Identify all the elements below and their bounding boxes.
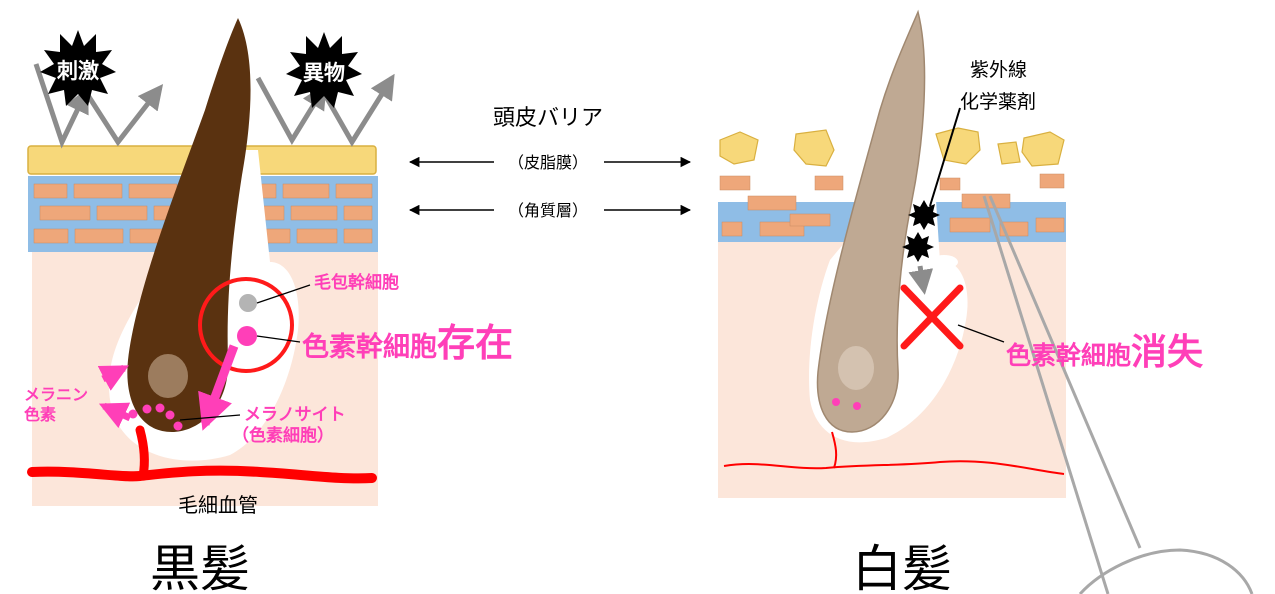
pigment-dot-right-2 <box>853 402 861 410</box>
capillary-branch-right <box>831 431 838 469</box>
melanin-label-2: 色素 <box>24 405 56 424</box>
foreign-burst-icon <box>286 32 362 108</box>
migration-arrow <box>198 344 239 431</box>
melanocyte-label-1: メラノサイト <box>244 405 346 425</box>
melanin-label-1: メラニン <box>24 385 88 404</box>
melanin-arrow-up <box>97 364 129 391</box>
follicle-stem-leader <box>256 284 311 304</box>
magnifier-circle <box>1078 548 1254 594</box>
hair-papilla-left <box>148 354 188 398</box>
uv-label: 紫外線 <box>970 59 1027 81</box>
melanocyte-dots <box>128 403 183 431</box>
melanin-arrow-left <box>98 402 132 429</box>
stimulus-label: 刺激 <box>57 59 99 83</box>
black-hair-title: 黒髪 <box>150 540 250 594</box>
uv-burst-icon-2 <box>902 232 934 262</box>
loss-x-icon <box>900 284 964 350</box>
pigment-stem-lost-label: 色素幹細胞消失 <box>1006 332 1204 373</box>
chemical-label: 化学薬剤 <box>960 91 1036 113</box>
barrier-title: 頭皮バリア <box>493 106 603 131</box>
capillary-right <box>723 460 1065 475</box>
stem-niche-right <box>930 255 958 269</box>
uv-down-arrow <box>908 265 934 295</box>
white-hair-title: 白髪 <box>852 540 952 594</box>
foreign-label: 異物 <box>303 61 345 85</box>
uv-leader <box>929 107 961 207</box>
stem-cell-circle[interactable] <box>198 277 294 373</box>
pigment-stem-label: 色素幹細胞存在 <box>302 321 513 365</box>
pigment-stem-text: 色素幹細胞 <box>302 331 437 363</box>
black-hair-diagram: 刺激 異物 毛包幹細胞 色素幹細胞存在 メラニン 色素 メラノサイト （色素細胞… <box>24 18 513 594</box>
uv-burst-icon-1 <box>908 200 940 230</box>
callout-line-right <box>988 195 1142 549</box>
callout-line-left <box>982 195 1110 594</box>
white-hair-shaft <box>816 9 926 433</box>
stimulus-burst-icon <box>40 30 116 106</box>
pigment-stem-text-2: 色素幹細胞 <box>1006 341 1131 370</box>
capillary-branch-left <box>135 425 149 481</box>
white-hair-diagram: 紫外線 化学薬剤 色素幹細胞消失 白髪 <box>718 9 1254 594</box>
lost-leader <box>957 324 1005 343</box>
melanocyte-label-2: （色素細胞） <box>232 425 334 446</box>
cornea-label: （角質層） <box>508 201 588 220</box>
pigment-dot-right-1 <box>832 398 840 406</box>
pigment-stem-cell-dot <box>237 326 257 346</box>
barrier-legend: 頭皮バリア （皮脂膜） （角質層） <box>408 106 692 220</box>
melanocyte-leader <box>179 414 241 421</box>
broken-sebum-right <box>719 127 1065 167</box>
lost-text: 消失 <box>1131 332 1204 373</box>
follicle-stem-label: 毛包幹細胞 <box>314 272 399 293</box>
follicle-stem-cell-dot <box>239 294 257 312</box>
capillary-left <box>27 465 377 484</box>
pigment-stem-leader <box>256 335 301 343</box>
deflect-arrows-left <box>33 63 164 149</box>
sebum-label: （皮脂膜） <box>508 153 588 172</box>
black-hair-shaft <box>127 18 251 432</box>
hair-papilla-right <box>838 346 874 390</box>
capillary-label: 毛細血管 <box>178 493 258 517</box>
exist-text: 存在 <box>437 321 513 365</box>
